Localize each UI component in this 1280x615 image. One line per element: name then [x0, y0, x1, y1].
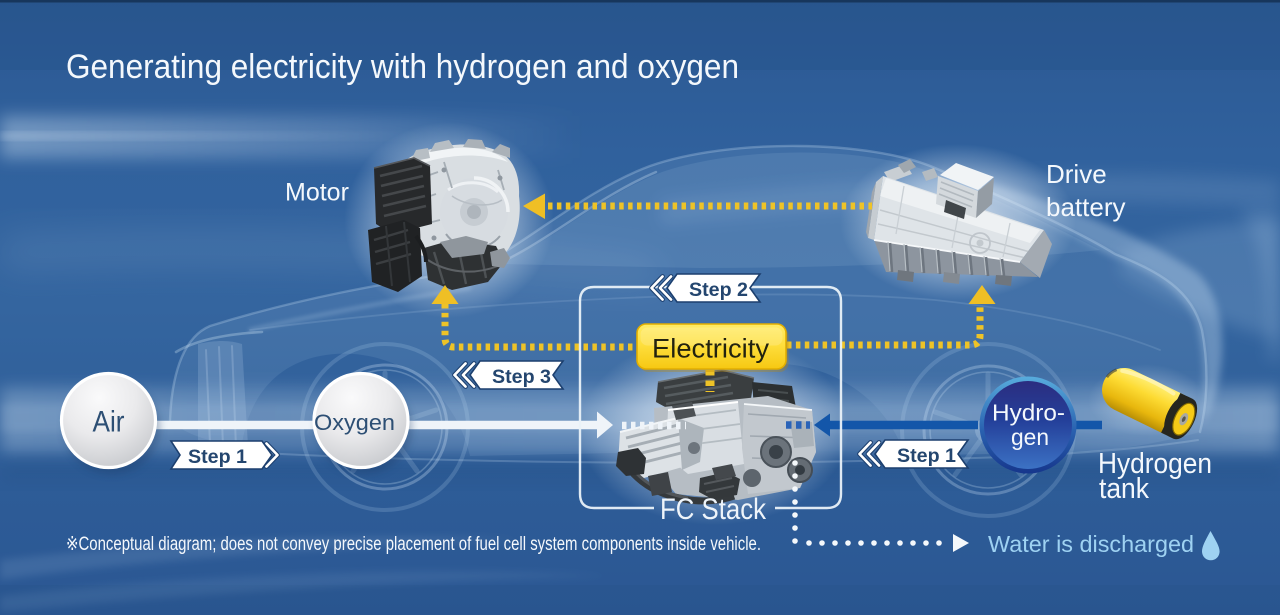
- svg-text:Electricity: Electricity: [652, 334, 770, 364]
- svg-text:Step 1: Step 1: [897, 446, 956, 467]
- svg-text:tank: tank: [1099, 473, 1149, 505]
- svg-text:Motor: Motor: [285, 179, 349, 207]
- svg-text:※Conceptual diagram; does not: ※Conceptual diagram; does not convey pre…: [66, 534, 761, 555]
- svg-text:gen: gen: [1011, 424, 1049, 450]
- svg-text:Drive: Drive: [1046, 159, 1107, 189]
- svg-text:Air: Air: [93, 406, 125, 439]
- svg-text:Oxygen: Oxygen: [314, 410, 395, 435]
- svg-text:Step 3: Step 3: [492, 367, 551, 388]
- svg-text:Water is discharged: Water is discharged: [988, 531, 1194, 557]
- svg-text:Hydrogen: Hydrogen: [1098, 448, 1212, 480]
- svg-text:Step 1: Step 1: [188, 447, 247, 468]
- svg-text:FC Stack: FC Stack: [660, 493, 767, 526]
- svg-text:Generating electricity with hy: Generating electricity with hydrogen and…: [66, 48, 739, 86]
- svg-text:Hydro-: Hydro-: [992, 400, 1065, 426]
- svg-text:battery: battery: [1046, 192, 1126, 222]
- svg-text:Step 2: Step 2: [689, 280, 748, 301]
